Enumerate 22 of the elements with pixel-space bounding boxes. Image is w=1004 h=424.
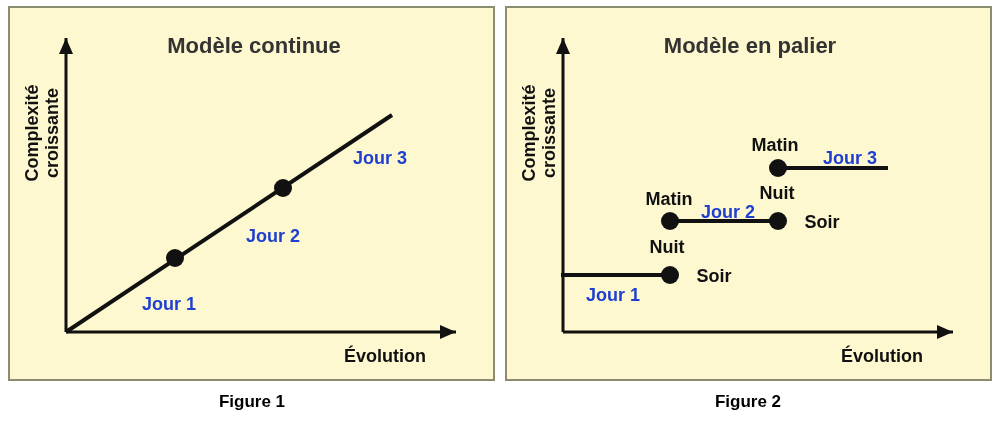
time-label: Nuit <box>649 236 685 258</box>
data-label: Jour 1 <box>586 284 640 306</box>
data-label: Jour 2 <box>701 201 755 223</box>
data-label: Jour 2 <box>246 225 300 247</box>
figure-caption: Figure 2 <box>714 392 782 412</box>
time-label: Matin <box>751 134 799 156</box>
time-label: Soir <box>696 265 732 287</box>
axis-label: Évolution <box>344 345 426 367</box>
data-label: Jour 1 <box>142 293 196 315</box>
chart-title: Modèle continue <box>167 33 341 59</box>
figure-caption: Figure 1 <box>218 392 286 412</box>
axis-label: Évolution <box>841 345 923 367</box>
data-label: Jour 3 <box>823 147 877 169</box>
axis-label: Complexité croissante <box>519 83 559 184</box>
chart-title: Modèle en palier <box>663 33 837 59</box>
data-label: Jour 3 <box>353 147 407 169</box>
time-label: Matin <box>645 188 693 210</box>
axis-label: Complexité croissante <box>22 83 62 184</box>
time-label: Nuit <box>759 182 795 204</box>
chart-panel <box>8 6 495 381</box>
time-label: Soir <box>804 211 840 233</box>
chart-panel <box>505 6 992 381</box>
